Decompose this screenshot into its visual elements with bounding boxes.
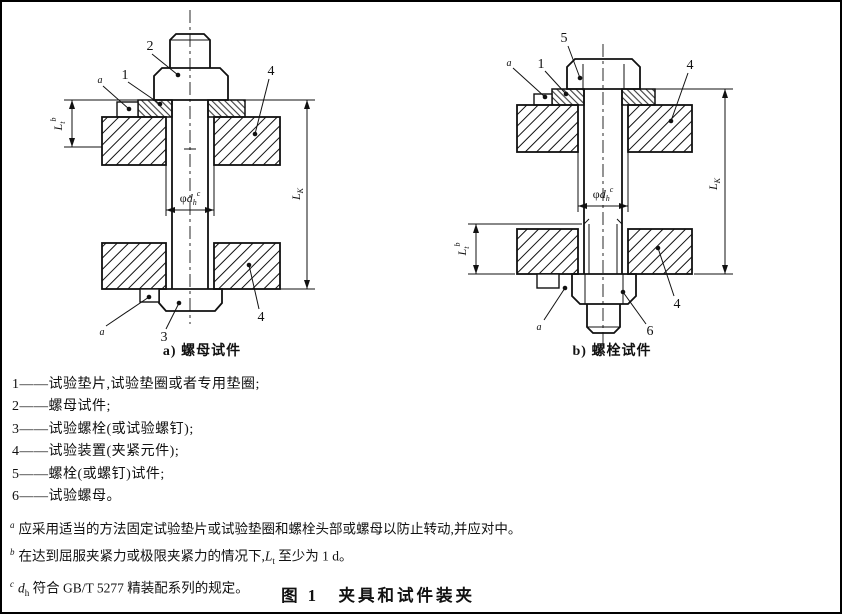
callout-test-bolt: 3 [161, 330, 168, 345]
svg-text:φdhc: φdhc [180, 189, 201, 207]
clamping-plate-lower [101, 242, 167, 290]
bolt-head [158, 288, 223, 312]
callout-washer: 1 [538, 57, 545, 72]
dimension-thread-length: Ltb [49, 99, 315, 148]
key-item-1: 1——试验垫片,试验垫圈或者专用垫圈; [12, 377, 260, 392]
key-item-6: 6——试验螺母。 [12, 489, 121, 505]
dimension-clamp-length: LK [280, 100, 315, 290]
nut-specimen [153, 67, 229, 101]
callout-washer: 1 [122, 68, 129, 83]
callouts-diagram-b: 5 a 1 4 4 6 a [507, 31, 694, 339]
clamping-plate-upper [213, 116, 281, 166]
washer-retainer [536, 273, 560, 289]
dimension-hole-diameter: φdhc [577, 152, 629, 212]
dash: —— [19, 466, 49, 482]
dash: —— [19, 421, 49, 437]
key-item-5: 5——螺栓(或螺钉)试件; [12, 466, 165, 482]
svg-text:LK: LK [706, 177, 722, 191]
test-washer [137, 99, 173, 118]
key-item-2: 2——螺母试件; [12, 399, 111, 415]
clamping-plate-upper [101, 116, 167, 166]
svg-text:Ltb: Ltb [453, 243, 471, 257]
callout-clamping-plate: 4 [258, 310, 265, 325]
callout-footnote-a: a [507, 58, 512, 69]
clamping-plate-upper [627, 104, 693, 153]
svg-text:Ltb: Ltb [49, 118, 67, 132]
callout-clamping-plate: 4 [687, 58, 694, 73]
dash: —— [19, 489, 49, 505]
caption-nut-specimen: a) 螺母试件 [162, 344, 242, 359]
clamping-plate-lower [516, 228, 579, 275]
diagram-bolt-specimen: φdhc Ltb LK 5 a [453, 31, 733, 347]
callout-clamping-plate: 4 [674, 297, 681, 312]
test-bolt [158, 33, 223, 312]
key-item-3: 3——试验螺栓(或试验螺钉); [12, 421, 194, 437]
key-item-4: 4——试验装置(夹紧元件); [12, 444, 180, 460]
phi-symbol: φ [593, 187, 600, 201]
svg-text:φdhc: φdhc [593, 185, 614, 203]
test-washer [551, 88, 585, 106]
dash: —— [19, 399, 49, 415]
svg-text:LK: LK [289, 187, 305, 201]
dash: —— [19, 444, 49, 460]
threaded-end [586, 304, 621, 334]
phi-symbol: φ [180, 191, 187, 205]
test-washer [621, 88, 656, 106]
dimension-hole-diameter: φdhc [165, 165, 215, 216]
callout-footnote-a: a [98, 75, 103, 86]
dimension-thread-length: Ltb [453, 223, 582, 275]
dimension-clamp-length: LK [642, 88, 733, 275]
bolt-head [566, 58, 641, 90]
caption-bolt-specimen: b) 螺栓试件 [572, 344, 652, 359]
test-washer [207, 99, 246, 118]
technical-drawing: φdhc Ltb LK 2 1 [49, 10, 733, 347]
callout-nut-specimen: 2 [147, 39, 154, 54]
clamping-plate-lower [627, 228, 693, 275]
callout-bolt-specimen: 5 [561, 31, 568, 46]
callout-footnote-a: a [100, 327, 105, 338]
callout-clamping-plate: 4 [268, 64, 275, 79]
test-nut [571, 273, 637, 305]
thread-runout-mark [616, 218, 623, 225]
thread-runout-mark [583, 218, 590, 225]
callout-test-nut: 6 [647, 324, 654, 339]
clamping-plate-upper [516, 104, 579, 153]
diagram-nut-specimen: φdhc Ltb LK 2 1 [49, 10, 315, 345]
figure-key: 1——试验垫片,试验垫圈或者专用垫圈; 2——螺母试件; 3——试验螺栓(或试验… [12, 374, 260, 508]
dash: —— [19, 377, 49, 392]
callouts-diagram-a: 2 1 a 4 a 3 4 [98, 39, 275, 345]
figure-title: 图 1 夹具和试件装夹 [281, 586, 475, 605]
callout-footnote-a: a [537, 322, 542, 333]
